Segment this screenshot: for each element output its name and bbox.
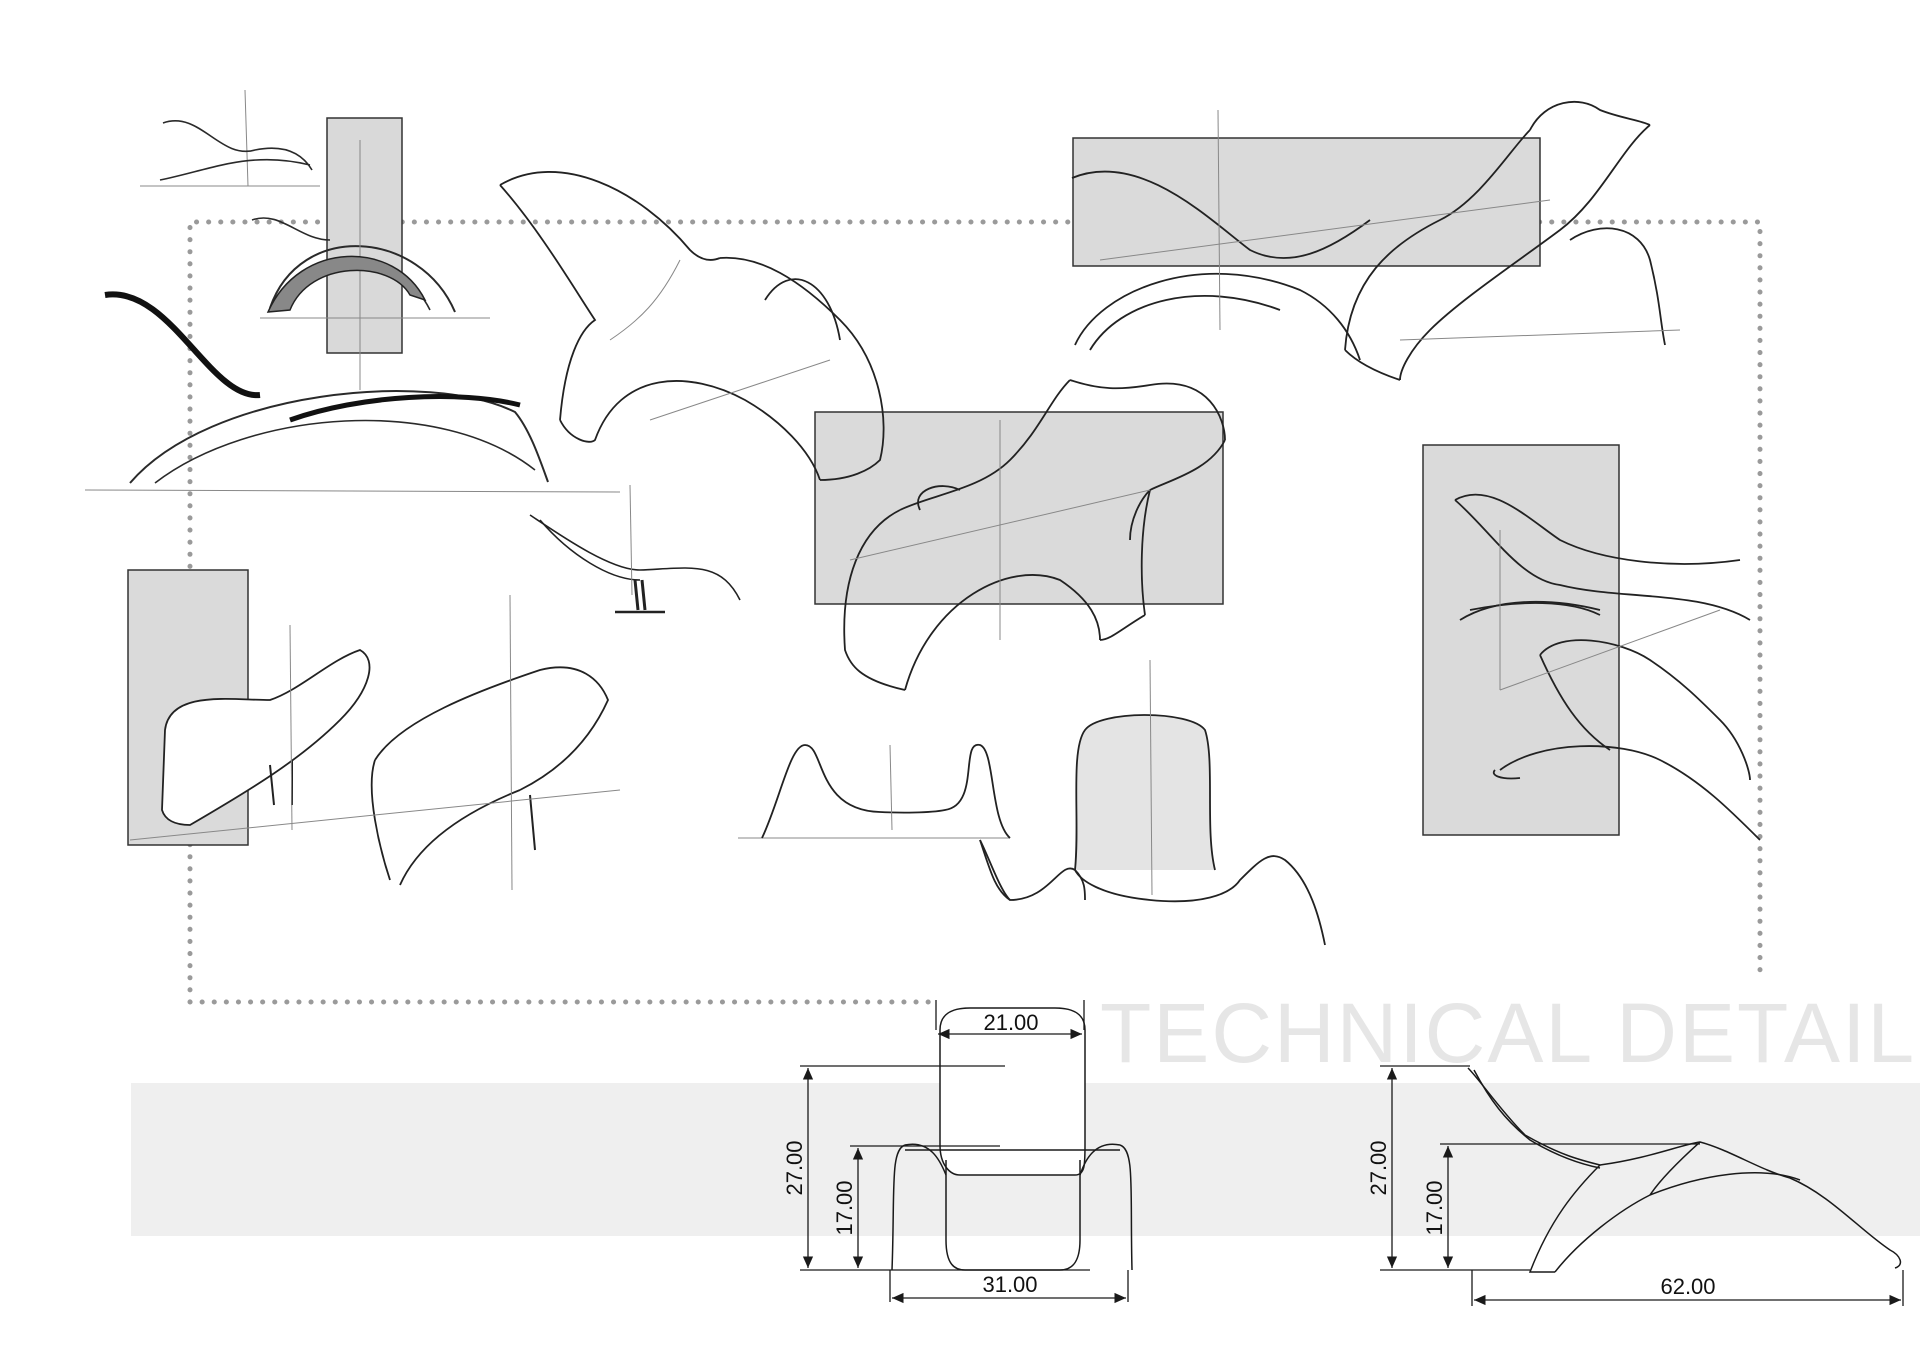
side-seat-height-label: 17.00 xyxy=(1422,1180,1447,1235)
sketch-seats-lower-left xyxy=(129,594,621,891)
sketch-hatched-arch xyxy=(266,255,427,313)
sketch-loungers-right xyxy=(1454,493,1761,841)
sketch-chaise-top-right xyxy=(1071,101,1681,381)
front-view-dimensions xyxy=(800,1000,1129,1304)
sketch-profiles xyxy=(738,659,1326,946)
front-seat-height-label: 17.00 xyxy=(832,1180,857,1235)
side-view-dimensions xyxy=(1380,1065,1904,1306)
front-bottom-width-label: 31.00 xyxy=(982,1272,1037,1297)
front-top-width-label: 21.00 xyxy=(983,1010,1038,1035)
page-title: TECHNICAL DETAILS xyxy=(1100,986,1920,1080)
dotted-frame xyxy=(187,219,1763,1005)
front-view-drawing xyxy=(891,1007,1133,1271)
sketch-shell-center xyxy=(843,379,1226,691)
sketch-pedestal-lounger xyxy=(529,484,741,614)
panel-top-right xyxy=(1072,137,1541,267)
panel-top-left xyxy=(326,117,403,354)
front-total-height-label: 27.00 xyxy=(782,1140,807,1195)
side-length-label: 62.00 xyxy=(1660,1274,1715,1299)
side-view-drawing xyxy=(1467,1067,1902,1273)
sketch-shell-top-center xyxy=(499,171,885,481)
side-total-height-label: 27.00 xyxy=(1366,1140,1391,1195)
